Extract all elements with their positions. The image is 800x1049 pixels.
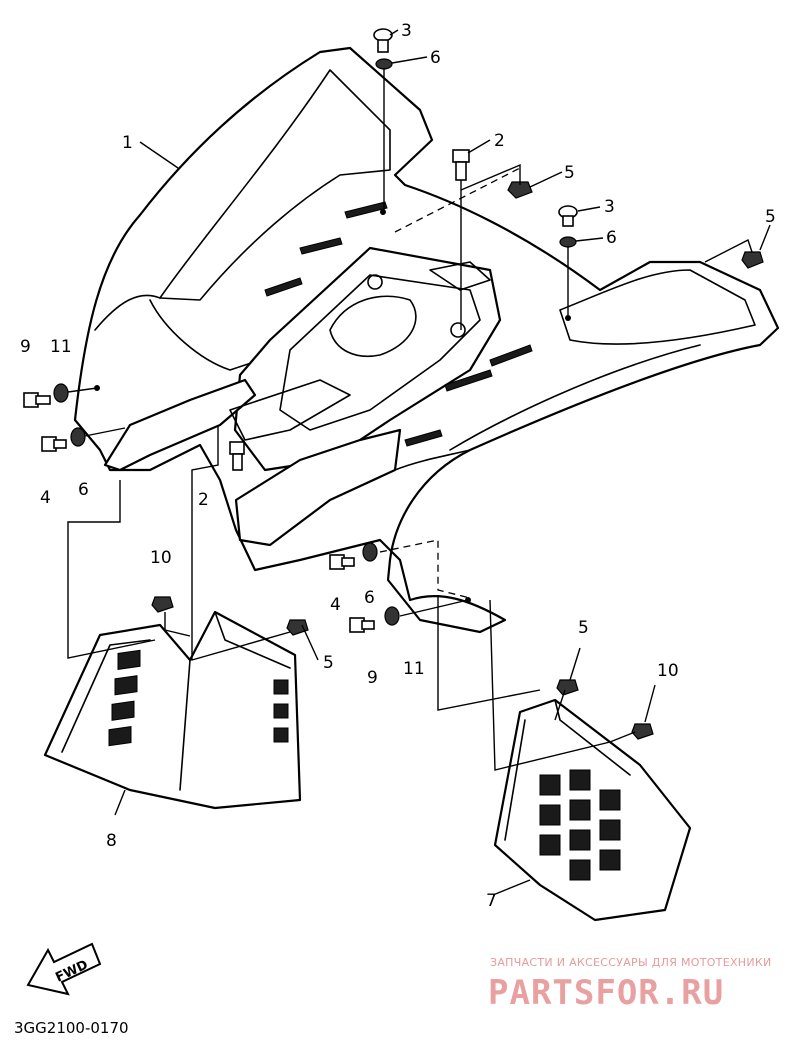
callout-1: 1 xyxy=(122,133,133,153)
rear-fender xyxy=(73,46,780,634)
callout-11-center: 11 xyxy=(403,659,425,679)
callout-10-right: 10 xyxy=(657,661,679,681)
assembly-lines xyxy=(67,68,753,771)
callout-6-top: 6 xyxy=(430,48,441,68)
left-mudguard xyxy=(43,610,302,810)
right-mudguard xyxy=(493,698,692,922)
watermark: ЗАПЧАСТИ И АКСЕССУАРЫ ДЛЯ МОТОТЕХНИКИ PA… xyxy=(488,956,772,1013)
callout-leaders xyxy=(114,29,771,896)
fwd-arrow-icon: FWD xyxy=(26,942,102,996)
watermark-brand: PARTSFOR.RU xyxy=(488,973,724,1013)
callout-3-right: 3 xyxy=(604,197,615,217)
callout-6-right: 6 xyxy=(606,228,617,248)
callout-10-left: 10 xyxy=(150,548,172,568)
callout-8: 8 xyxy=(106,831,117,851)
hardware xyxy=(23,28,764,740)
callout-5-right: 5 xyxy=(578,618,589,638)
callout-2-center: 2 xyxy=(198,490,209,510)
callout-labels: 1 2 3 6 5 3 6 5 9 11 4 6 2 10 5 4 6 9 11… xyxy=(20,21,776,911)
callout-11-left: 11 xyxy=(50,337,72,357)
callout-7: 7 xyxy=(486,891,497,911)
callout-2-top: 2 xyxy=(494,131,505,151)
callout-5-far-right: 5 xyxy=(765,207,776,227)
callout-9-left: 9 xyxy=(20,337,31,357)
diagram-code: 3GG2100-0170 xyxy=(14,1019,129,1037)
callout-6-center: 6 xyxy=(364,588,375,608)
callout-4-center: 4 xyxy=(330,595,341,615)
callout-4-left: 4 xyxy=(40,488,51,508)
callout-5-top: 5 xyxy=(564,163,575,183)
callout-3-top: 3 xyxy=(401,21,412,41)
callout-9-center: 9 xyxy=(367,668,378,688)
callout-6-left: 6 xyxy=(78,480,89,500)
watermark-tagline: ЗАПЧАСТИ И АКСЕССУАРЫ ДЛЯ МОТОТЕХНИКИ xyxy=(490,956,772,969)
callout-5-left: 5 xyxy=(323,653,334,673)
